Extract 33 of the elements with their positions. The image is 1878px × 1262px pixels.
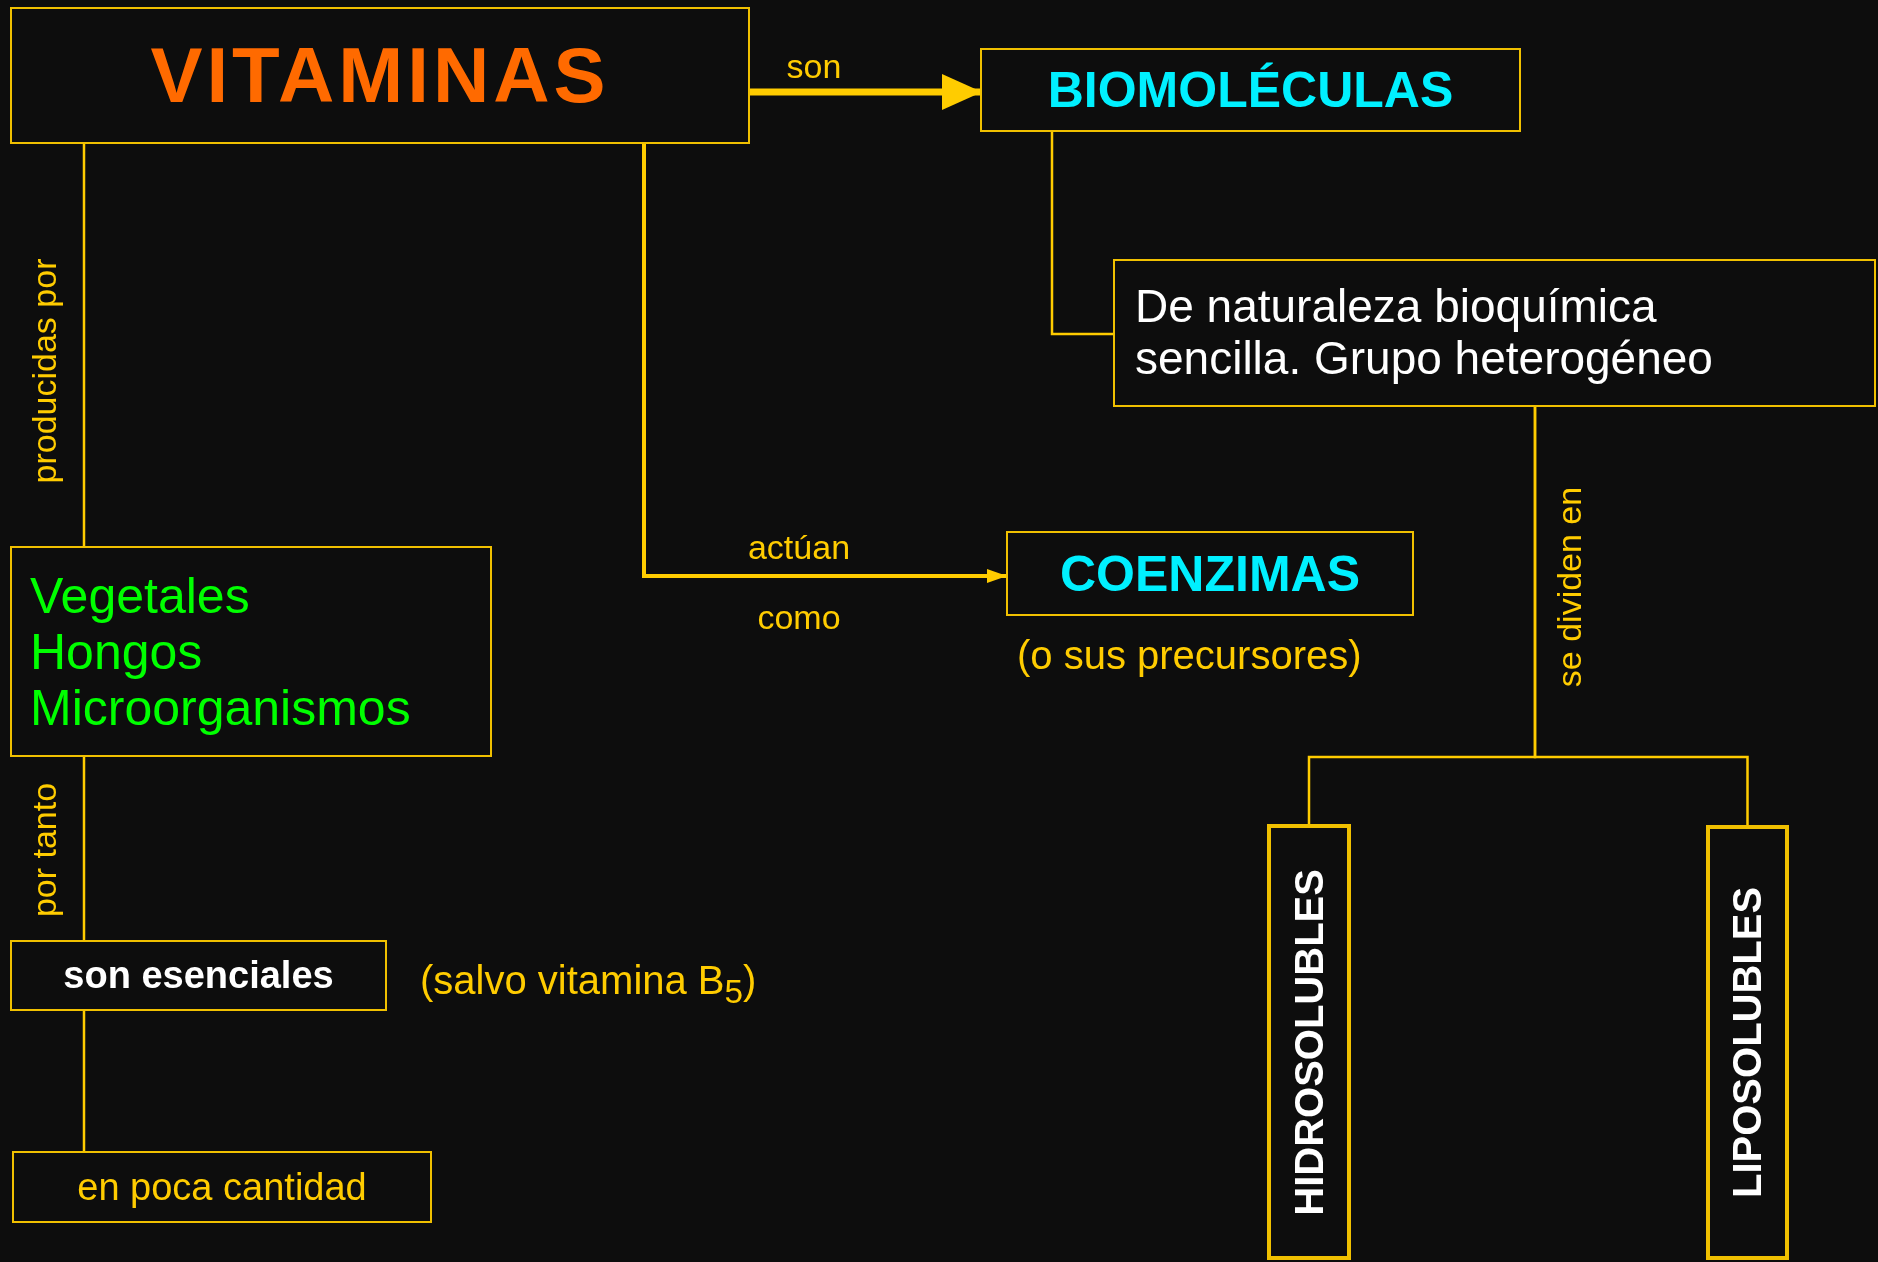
category-box <box>1267 824 1351 1260</box>
concept-box <box>12 1151 432 1223</box>
arrow <box>642 144 1007 583</box>
connector-line <box>82 757 86 940</box>
connector-line <box>82 1011 86 1151</box>
edge-label: producidas por <box>24 258 64 484</box>
connector-line <box>1050 132 1113 336</box>
list-box <box>10 546 492 757</box>
connector-line <box>1533 407 1749 825</box>
title-box <box>10 7 750 144</box>
description-box <box>1113 259 1876 407</box>
note-text: (o sus precursores) <box>1017 633 1362 678</box>
edge-label: por tanto <box>24 782 64 918</box>
node-text: COENZIMAS <box>1060 545 1360 602</box>
node-text: Hongos <box>30 623 203 680</box>
node-text: LIPOSOLUBLES <box>1725 886 1770 1199</box>
node-text: BIOMOLÉCULAS <box>1047 62 1454 118</box>
concept-box <box>980 48 1521 132</box>
node-text: De naturaleza bioquímica sencilla. Grupo heterogéneo <box>1135 281 1714 385</box>
concept-box <box>10 940 387 1011</box>
node-text: son esenciales <box>63 954 334 997</box>
node-text: VITAMINAS <box>150 31 610 120</box>
edge-label: son <box>786 46 842 86</box>
connector-line <box>82 144 86 546</box>
node-text: Microorganismos <box>30 679 411 736</box>
node-text: en poca cantidad <box>77 1165 367 1209</box>
concept-box <box>1006 531 1414 616</box>
edge-label: actúan como <box>746 527 852 638</box>
note-text: (salvo vitamina B$_{5}$) <box>420 958 757 1011</box>
category-box <box>1706 825 1789 1260</box>
node-text: Vegetales <box>30 567 250 624</box>
node-text: HIDROSOLUBLES <box>1286 868 1332 1216</box>
edge-label: se dividen en <box>1549 486 1589 688</box>
